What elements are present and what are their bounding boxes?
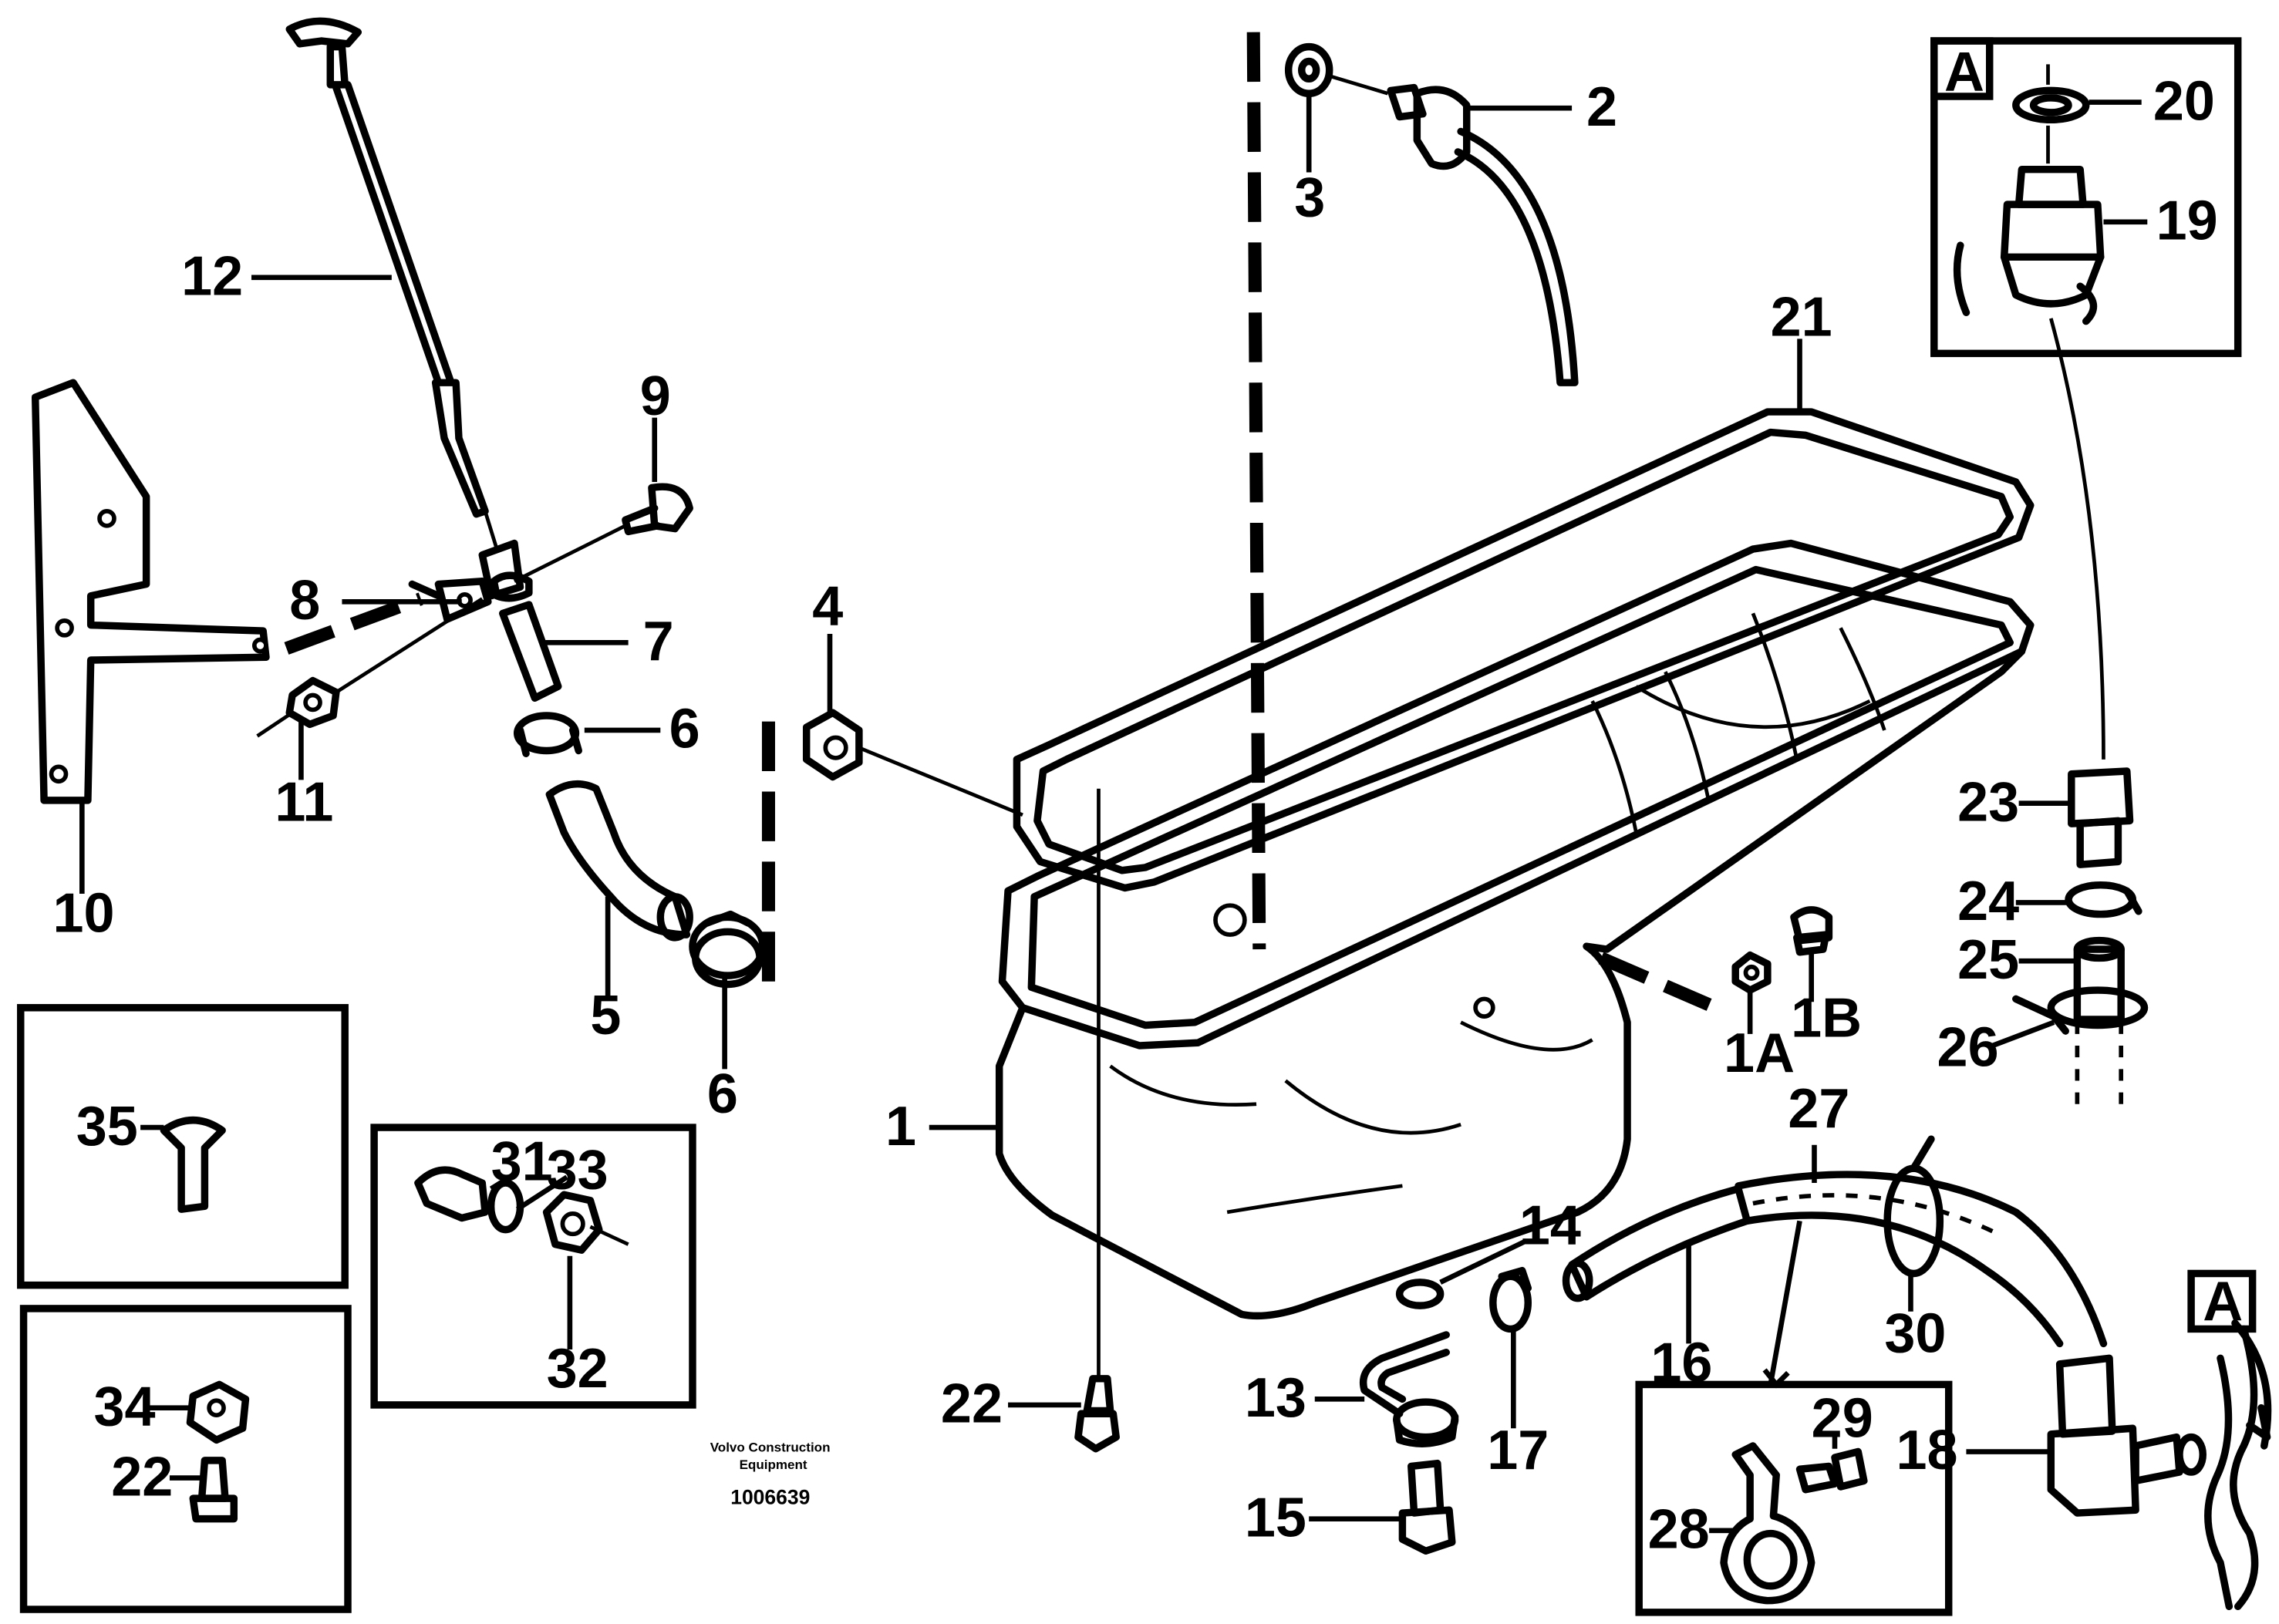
washer-part-3 <box>1284 42 1389 97</box>
detail-marker-a-top: A <box>1944 41 1984 103</box>
detail-frame-31-33 <box>370 1124 696 1409</box>
label-26: 26 <box>1937 1017 1999 1079</box>
label-20: 20 <box>2153 70 2215 132</box>
hose-clamp-part-17 <box>1489 1266 1532 1333</box>
label-35: 35 <box>76 1096 138 1157</box>
nut-part-11 <box>256 597 484 738</box>
drain-plug-part-1b <box>1790 906 1833 956</box>
hose-clamp-part-6-lower <box>689 910 767 989</box>
label-1: 1 <box>885 1096 916 1157</box>
label-19: 19 <box>2156 190 2218 252</box>
label-29: 29 <box>1812 1388 1873 1450</box>
label-25: 25 <box>1957 929 2019 991</box>
label-30: 30 <box>1884 1303 1946 1365</box>
hose-clamp-part-6-upper <box>513 712 582 757</box>
brand-line-2: Equipment <box>740 1457 807 1472</box>
label-22-detail: 22 <box>111 1446 173 1508</box>
label-31: 31 <box>491 1130 553 1192</box>
label-15: 15 <box>1245 1487 1306 1548</box>
hose-part-5 <box>545 780 693 942</box>
banjo-bolt-part-15 <box>1398 1459 1456 1555</box>
label-4: 4 <box>812 576 843 638</box>
detail-frame-a-top <box>1930 37 2242 760</box>
clip-part-26 <box>2012 986 2149 1035</box>
label-14: 14 <box>1519 1195 1581 1257</box>
label-8: 8 <box>289 570 320 632</box>
label-6-upper: 6 <box>669 699 700 760</box>
pipe-part-13 <box>1360 1331 1459 1447</box>
label-12: 12 <box>181 246 243 308</box>
label-34: 34 <box>93 1376 155 1437</box>
washer-part-1a <box>1731 951 1772 994</box>
detail-marker-a-bottom: A <box>2203 1271 2243 1333</box>
label-7: 7 <box>643 611 674 672</box>
label-1b: 1B <box>1791 988 1862 1050</box>
assembly-line-drain <box>1598 952 1712 1011</box>
label-18: 18 <box>1896 1420 1958 1481</box>
clamp-part-30 <box>1883 1135 1944 1278</box>
gasket-part-21 <box>1013 408 2035 892</box>
assembly-line-dipstick <box>483 510 499 550</box>
screw-part-22 <box>1074 788 1120 1453</box>
label-1a: 1A <box>1724 1023 1795 1084</box>
label-6-lower: 6 <box>707 1063 738 1125</box>
engine-section <box>2187 1269 2272 1611</box>
label-24: 24 <box>1957 871 2019 932</box>
leader-lines <box>79 96 2148 1534</box>
label-5: 5 <box>590 985 621 1046</box>
fitting-part-23 <box>2068 767 2134 868</box>
dipstick-part-12 <box>285 17 489 518</box>
part-labels: 1 1A 1B 2 3 4 5 6 6 7 8 9 10 11 12 13 14… <box>52 70 2217 1560</box>
hose-part-27 <box>1735 1171 2108 1348</box>
drawing-number: 1006639 <box>730 1486 810 1509</box>
detail-frame-28-29 <box>1635 1380 1953 1616</box>
sensor-part-2 <box>1387 83 1579 386</box>
label-10: 10 <box>52 882 114 944</box>
detail-frame-35 <box>17 1004 349 1289</box>
label-13: 13 <box>1245 1367 1306 1429</box>
label-11: 11 <box>275 771 333 833</box>
detail-frame-34-22 <box>19 1305 352 1613</box>
label-27: 27 <box>1788 1078 1849 1140</box>
label-32: 32 <box>547 1338 609 1400</box>
bracket-part-10 <box>31 379 270 804</box>
hose-clamp-part-24 <box>2065 881 2142 918</box>
washer-part-14 <box>1395 1279 1445 1309</box>
elbow-fitting-part-18 <box>2047 1354 2207 1517</box>
oil-pan-part-1 <box>995 539 2035 1320</box>
label-17: 17 <box>1487 1420 1549 1481</box>
bolt-part-9 <box>513 483 693 583</box>
assembly-line-center <box>1246 32 1266 950</box>
guide-tube-part-7 <box>478 539 562 702</box>
label-3: 3 <box>1294 167 1325 228</box>
label-21: 21 <box>1771 287 1832 349</box>
label-22-main: 22 <box>941 1373 1003 1435</box>
label-9: 9 <box>640 366 671 427</box>
nut-part-4 <box>802 709 1023 817</box>
label-28: 28 <box>1648 1499 1710 1561</box>
label-16: 16 <box>1650 1333 1712 1394</box>
label-2: 2 <box>1586 76 1617 138</box>
label-23: 23 <box>1957 771 2019 833</box>
label-33: 33 <box>547 1140 609 1201</box>
footer-reference: Volvo Construction Equipment 1006639 <box>710 1440 831 1509</box>
brand-line-1: Volvo Construction <box>710 1440 831 1455</box>
